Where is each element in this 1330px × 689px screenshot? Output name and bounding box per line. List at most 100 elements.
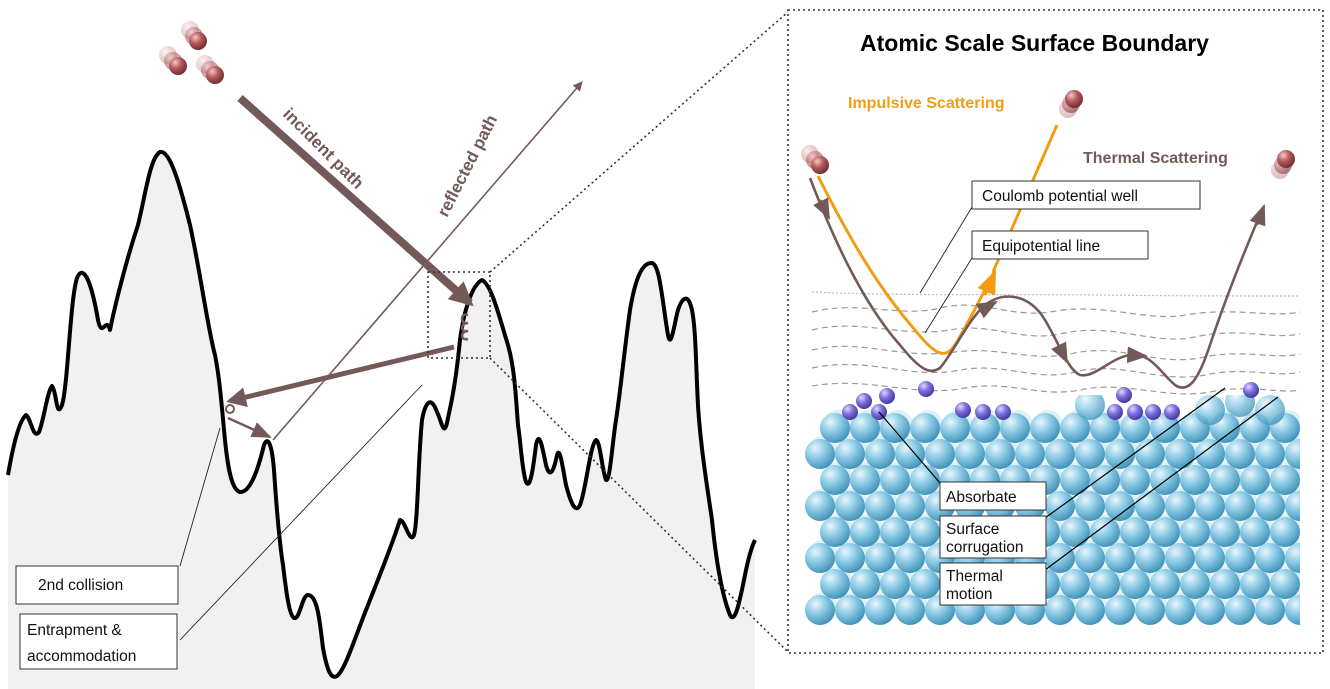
thermal-mid-arrowhead-2	[1051, 341, 1069, 364]
lattice-atom	[835, 439, 865, 469]
lattice-atom	[1210, 465, 1240, 495]
lattice-atom	[895, 595, 925, 625]
impulsive-arrowhead	[977, 269, 997, 296]
lattice-atom	[1075, 491, 1105, 521]
lattice-atom	[1180, 569, 1210, 599]
absorbate-atom	[842, 404, 858, 420]
equipotential-box: Equipotential line	[971, 230, 1149, 260]
lattice-atom	[1195, 595, 1225, 625]
lattice-atom	[1285, 543, 1300, 573]
thermal-scattering-label: Thermal Scattering	[1083, 150, 1228, 167]
thermal-mid-arrowhead-1	[975, 300, 998, 319]
equipotential-line-5	[811, 382, 1301, 395]
absorbate-atom	[975, 404, 991, 420]
lattice-atom	[820, 465, 850, 495]
lattice-atom	[805, 595, 835, 625]
lattice-atom	[1270, 569, 1300, 599]
lattice-atom	[1135, 543, 1165, 573]
rough-surface	[6, 150, 757, 689]
lattice-atom	[1270, 465, 1300, 495]
surface-lattice	[805, 395, 1300, 625]
lattice-atom	[865, 439, 895, 469]
lattice-atom	[1225, 439, 1255, 469]
lattice-atom	[820, 569, 850, 599]
lattice-atom	[1060, 465, 1090, 495]
lattice-atom	[910, 465, 940, 495]
lattice-atom	[1135, 439, 1165, 469]
thermal-exit-arrowhead	[1249, 204, 1266, 227]
absorbate-box: Absorbate	[939, 481, 1047, 511]
lattice-atom	[910, 569, 940, 599]
thermal-mid-arrowhead-3	[1126, 346, 1149, 364]
absorbate-atom	[918, 381, 934, 397]
lattice-atom	[1195, 491, 1225, 521]
thermal-entry-arrowhead	[813, 197, 831, 220]
lattice-atom	[865, 491, 895, 521]
reflected-path-label: reflected path	[434, 112, 502, 220]
lattice-atom	[1255, 439, 1285, 469]
lattice-atom	[880, 413, 910, 443]
equipotential-line-4	[811, 363, 1301, 378]
lattice-atom	[1120, 413, 1150, 443]
lattice-atom	[985, 439, 1015, 469]
absorbate-atom	[856, 393, 872, 409]
lattice-atom	[1090, 413, 1120, 443]
lattice-atom	[1105, 595, 1135, 625]
second-collision-leader	[179, 427, 221, 567]
lattice-atom	[1015, 439, 1045, 469]
lattice-atom	[1255, 543, 1285, 573]
corrugation-atom	[1255, 395, 1285, 425]
lattice-atom	[1240, 569, 1270, 599]
thermal-motion-label-line2: motion	[946, 586, 993, 603]
lattice-atom	[1090, 569, 1120, 599]
lattice-atom	[1225, 595, 1255, 625]
lattice-atom	[970, 413, 1000, 443]
absorbate-atoms	[842, 381, 1259, 420]
lattice-atom	[880, 569, 910, 599]
lattice-atom	[1150, 517, 1180, 547]
lattice-atom	[1285, 491, 1300, 521]
lattice-atom	[1060, 413, 1090, 443]
lattice-atom	[835, 491, 865, 521]
corrugation-atom	[1195, 395, 1225, 425]
lattice-atom	[1195, 543, 1225, 573]
lattice-atom	[820, 517, 850, 547]
lattice-atom	[1270, 517, 1300, 547]
lattice-atom	[805, 491, 835, 521]
lattice-atom	[1045, 439, 1075, 469]
corrugation-atom	[1225, 395, 1255, 417]
lattice-atom	[895, 491, 925, 521]
equipotential-leader	[924, 257, 973, 334]
absorbate-atom	[1145, 404, 1161, 420]
thermal-motion-leader	[1044, 396, 1279, 571]
lattice-atom	[1000, 413, 1030, 443]
lattice-atom	[1105, 491, 1135, 521]
entrapment-label-line2: accommodation	[27, 648, 136, 665]
equipotential-line-3	[811, 345, 1301, 361]
corrugation-leader	[1044, 387, 1226, 519]
lattice-atom	[1285, 439, 1300, 469]
lattice-atom	[1045, 491, 1075, 521]
lattice-atom	[1240, 465, 1270, 495]
lattice-atom	[1030, 413, 1060, 443]
lattice-atom	[940, 413, 970, 443]
entrapment-loops	[460, 313, 469, 341]
absorbate-atom	[955, 402, 971, 418]
lattice-atom	[1090, 517, 1120, 547]
lattice-atom	[1135, 595, 1165, 625]
lattice-atom	[1255, 595, 1285, 625]
lattice-atom	[1165, 595, 1195, 625]
coulomb-label: Coulomb potential well	[982, 188, 1138, 205]
lattice-atom	[955, 439, 985, 469]
lattice-atom	[880, 465, 910, 495]
lattice-atom	[805, 439, 835, 469]
lattice-atom	[1060, 569, 1090, 599]
lattice-atom	[1090, 465, 1120, 495]
lattice-atom	[1120, 569, 1150, 599]
second-collision-point	[225, 404, 235, 414]
zoom-region	[427, 271, 491, 359]
lattice-atom	[895, 543, 925, 573]
lattice-atom	[1075, 543, 1105, 573]
lattice-atom	[850, 413, 880, 443]
